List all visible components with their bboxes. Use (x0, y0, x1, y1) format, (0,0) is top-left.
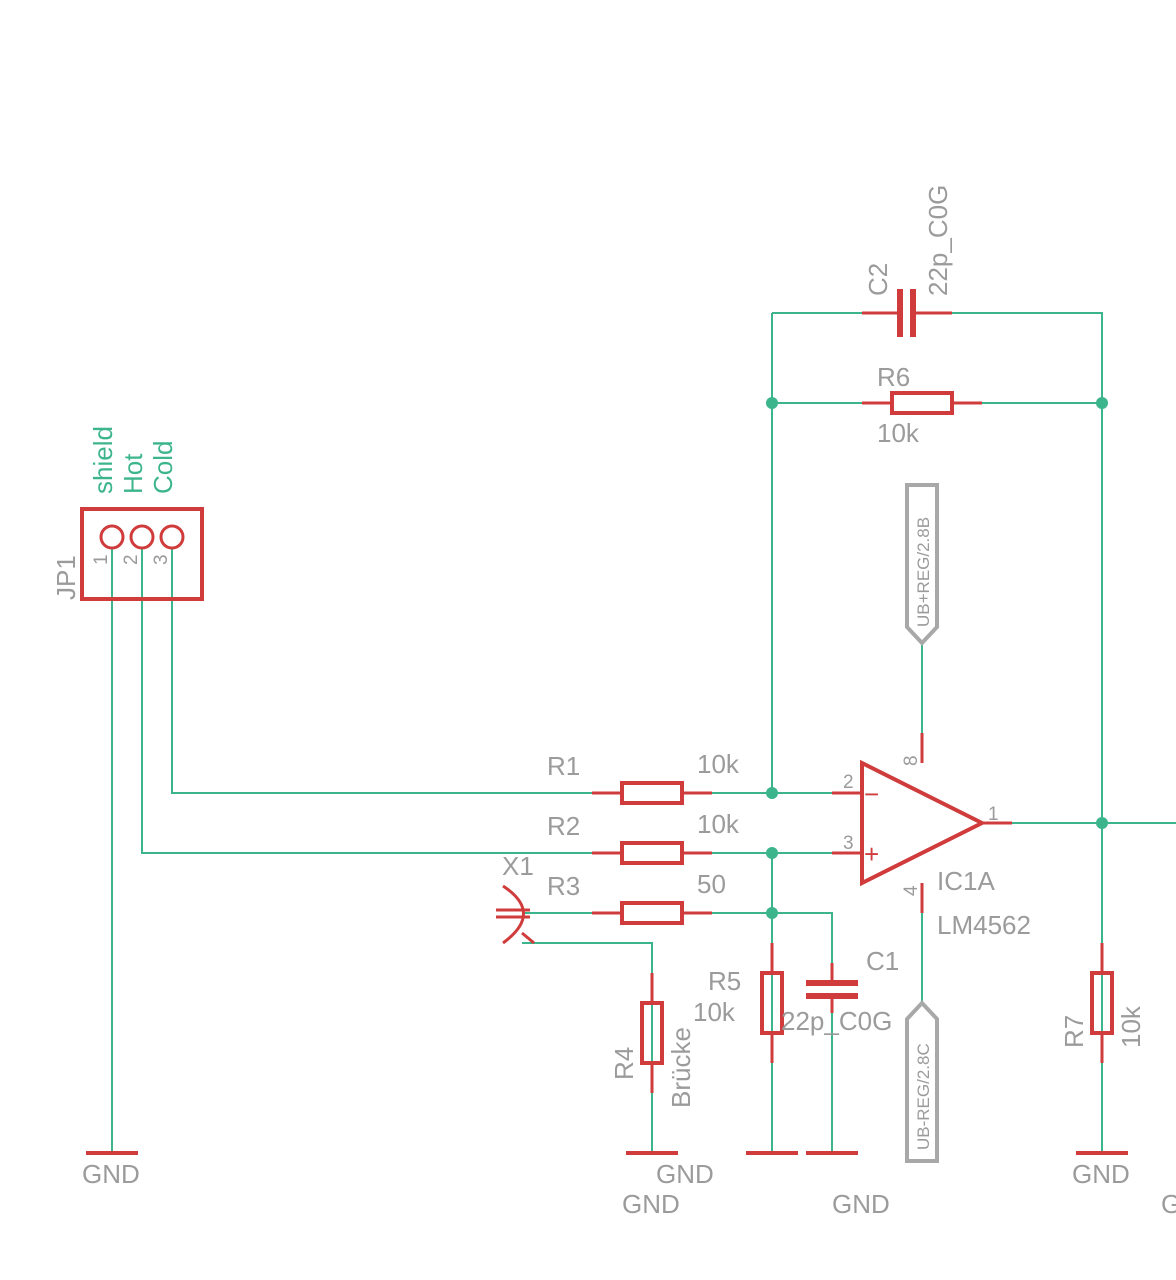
resistor-value: 10k (877, 418, 920, 448)
supply-negative: UB-REG/2.8C (905, 1000, 939, 1163)
resistor-name: R4 (609, 1047, 639, 1080)
ground-edge: G (1161, 1189, 1176, 1219)
capacitor-plate (806, 980, 858, 986)
capacitor-plate (806, 993, 858, 999)
connector-pin-number: 1 (91, 554, 112, 565)
ground-label: GND (622, 1189, 680, 1219)
resistor-r5: R5 10k (693, 943, 784, 1063)
ground-label: GND (832, 1189, 890, 1219)
supply-port (905, 1000, 939, 1163)
ground-r7: GND (1072, 1151, 1130, 1189)
opamp-body (860, 759, 987, 887)
connector-pin-3 (159, 524, 185, 550)
wire-c2-right (918, 312, 1103, 1153)
resistor-name: R3 (547, 871, 580, 901)
opamp-pin-number: 2 (843, 772, 854, 793)
connector-pin-label: Cold (148, 441, 178, 494)
ground-label: GND (1072, 1159, 1130, 1189)
resistor-name: R5 (708, 966, 741, 996)
capacitor-value: 22p_C0G (923, 185, 953, 296)
capacitor-name: C1 (866, 946, 899, 976)
opamp-ic1a: − + 2 3 1 8 4 IC1A LM4562 (832, 733, 1031, 940)
ground-label: GND (656, 1159, 714, 1189)
resistor-r2: R2 10k (547, 809, 740, 865)
opamp-pin-number: 4 (901, 885, 922, 896)
ground-jp1: GND (82, 1151, 140, 1189)
supply-positive: UB+REG/2.8B (905, 483, 939, 646)
resistor-name: R2 (547, 811, 580, 841)
junction (1096, 817, 1108, 829)
resistor-r7: R7 10k (1059, 943, 1146, 1063)
resistor-value: Brücke (666, 1027, 696, 1108)
jack-body (502, 884, 525, 945)
wire-r3-c1 (682, 912, 833, 982)
jack-name: X1 (502, 851, 534, 881)
connector-pin-number: 2 (121, 554, 142, 565)
resistor-body (620, 841, 684, 865)
connector-pin-number: 3 (151, 554, 172, 565)
opamp-pin-number: 3 (843, 833, 854, 854)
capacitor-value: 22p_C0G (781, 1006, 892, 1036)
connector-pin-label: shield (88, 426, 118, 494)
opamp-value: LM4562 (937, 910, 1031, 940)
resistor-r1: R1 10k (547, 749, 740, 805)
resistor-body (760, 971, 784, 1035)
resistor-r4: R4 Brücke (609, 973, 696, 1108)
supply-port (905, 483, 939, 646)
resistor-name: R7 (1059, 1015, 1089, 1048)
ground-r5: GND (656, 1151, 798, 1189)
opamp-noninv-sign: + (864, 839, 879, 869)
resistor-r3: R3 50 (547, 869, 726, 925)
resistor-body (890, 391, 954, 415)
junction (766, 907, 778, 919)
connector-pin-2 (129, 524, 155, 550)
capacitor-c2: C2 22p_C0G (862, 185, 953, 337)
junction (766, 847, 778, 859)
supply-label: UB-REG/2.8C (914, 1043, 933, 1150)
junction (766, 787, 778, 799)
connector-jp1: JP1 1 2 3 shield Hot Cold (51, 426, 204, 601)
capacitor-plate (897, 289, 903, 337)
resistor-name: R1 (547, 751, 580, 781)
opamp-inv-sign: − (864, 779, 879, 809)
jack-x1: X1 (496, 851, 535, 945)
opamp-name: IC1A (937, 866, 995, 896)
capacitor-name: C2 (863, 263, 893, 296)
junction (1096, 397, 1108, 409)
resistor-value: 10k (693, 997, 736, 1027)
junctions (766, 397, 1108, 919)
wire-cold (171, 547, 622, 794)
opamp-pin-number: 8 (901, 755, 922, 766)
ground-c1: GND (806, 1151, 890, 1219)
wire-hot (141, 547, 622, 854)
resistor-value: 10k (697, 809, 740, 839)
connector-pin-label: Hot (118, 453, 148, 494)
connector-name: JP1 (51, 555, 81, 600)
ground-label: G (1161, 1189, 1176, 1219)
resistor-value: 10k (697, 749, 740, 779)
resistor-value: 10k (1116, 1005, 1146, 1048)
resistor-name: R6 (877, 362, 910, 392)
resistor-r6: R6 10k (862, 362, 982, 448)
ground-label: GND (82, 1159, 140, 1189)
resistor-body (620, 901, 684, 925)
capacitor-plate (910, 289, 916, 337)
supply-label: UB+REG/2.8B (914, 517, 933, 627)
capacitor-c1: C1 22p_C0G (781, 946, 899, 1036)
connector-pin-1 (99, 524, 125, 550)
resistor-body (620, 781, 684, 805)
junction (766, 397, 778, 409)
resistor-value: 50 (697, 869, 726, 899)
ground-r4: GND (622, 1151, 680, 1219)
resistor-body (1090, 971, 1114, 1035)
connector-body (80, 507, 204, 601)
opamp-pin-number: 1 (988, 804, 999, 825)
resistor-body (640, 1001, 664, 1065)
